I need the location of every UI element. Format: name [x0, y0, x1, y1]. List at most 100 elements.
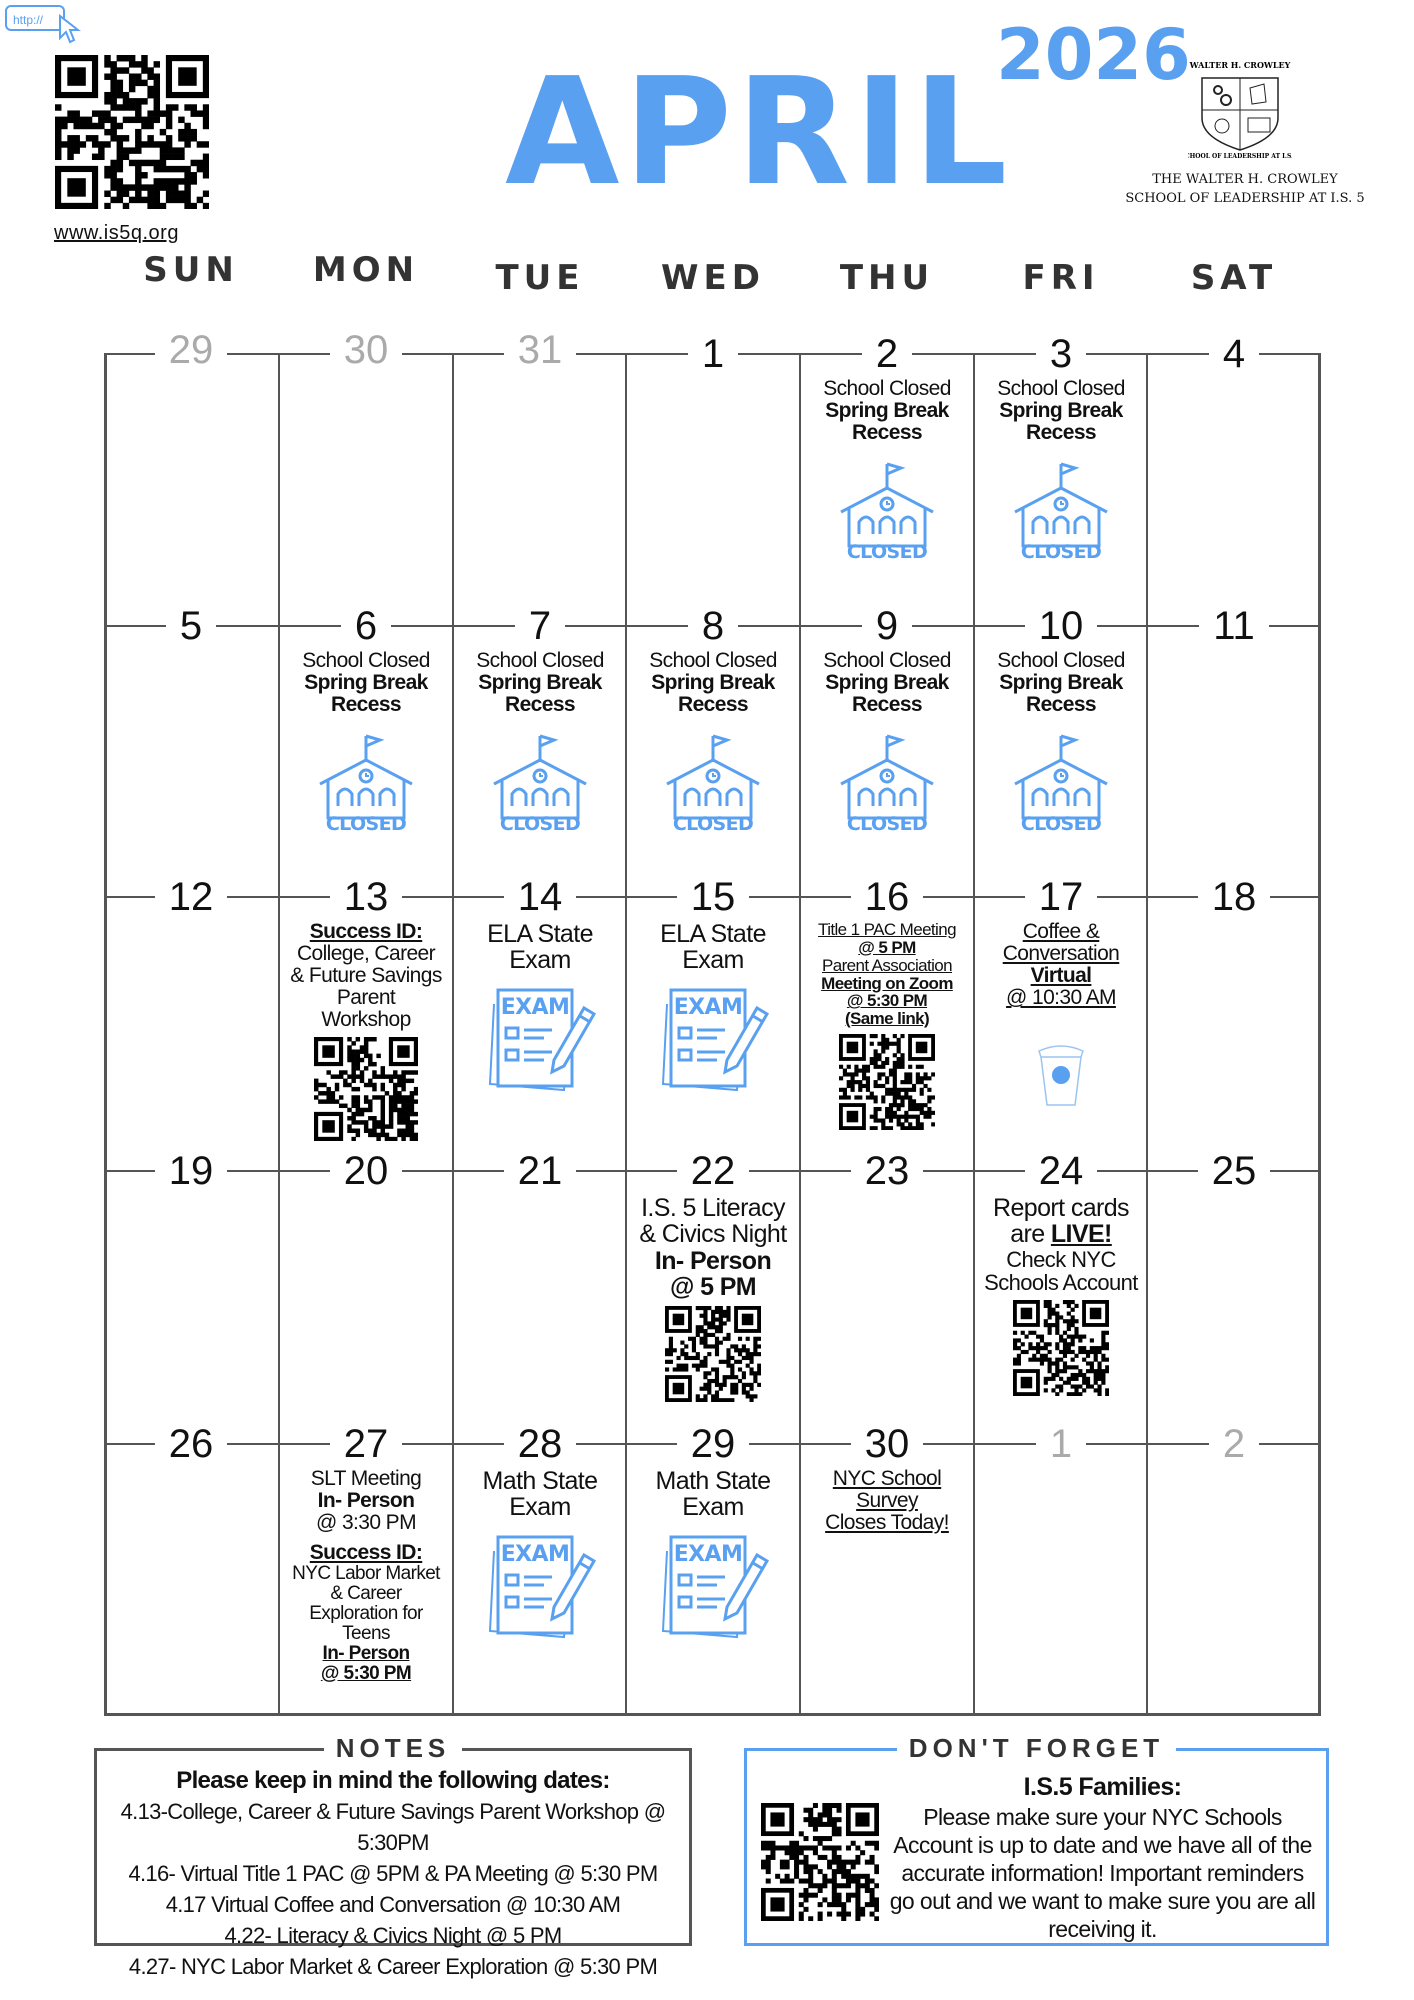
event-text: @ 5:30 PM [846, 991, 928, 1011]
date-number: 9 [800, 604, 974, 648]
event-text: Exploration for [309, 1603, 423, 1625]
svg-text:CLOSED: CLOSED [1021, 541, 1101, 563]
event-text: School Closed [302, 650, 430, 672]
nyc-schools-account-qr-code[interactable] [760, 1802, 880, 1926]
website-link[interactable]: www.is5q.org [54, 222, 179, 244]
dont-forget-title: DON'T FORGET [896, 1733, 1177, 1763]
event-text: Spring Break [999, 671, 1123, 695]
calendar-day-11[interactable] [1147, 650, 1321, 895]
calendar-day-18[interactable] [1147, 921, 1321, 1169]
calendar-day-23[interactable] [800, 1195, 974, 1442]
date-number: 18 [1147, 875, 1321, 919]
event-text: Exam [682, 1493, 744, 1522]
date-number: 5 [104, 604, 278, 648]
qr-code-icon[interactable] [313, 1037, 419, 1146]
calendar-day-other-month-1[interactable] [974, 1468, 1148, 1714]
dont-forget-heading: I.S.5 Families: [1023, 1773, 1182, 1801]
calendar-day-19[interactable] [104, 1195, 278, 1442]
date-number: 7 [453, 604, 627, 648]
event-text: & Civics Night [639, 1220, 787, 1249]
qr-code-icon[interactable] [838, 1034, 936, 1135]
event-text: Success ID: [309, 921, 423, 943]
svg-text:EXAM: EXAM [674, 995, 743, 1020]
event-text: Math State [655, 1468, 772, 1495]
event-text: In- Person [322, 1642, 411, 1664]
event-text: I.S. 5 Literacy [641, 1195, 785, 1222]
event-text: Survey [856, 1489, 918, 1513]
event-text: In- Person [317, 1489, 415, 1513]
calendar-day-12[interactable] [104, 921, 278, 1169]
event-text: Parent Association [821, 955, 953, 975]
svg-text:SCHOOL OF LEADERSHIP AT I.S. 5: SCHOOL OF LEADERSHIP AT I.S. 5 [1188, 153, 1292, 160]
event-text: @ 10:30 AM [1006, 986, 1116, 1010]
website-qr-code[interactable] [54, 54, 210, 214]
school-name: THE WALTER H. CROWLEY SCHOOL OF LEADERSH… [1100, 170, 1390, 208]
exam-icon: EXAM [480, 1531, 600, 1648]
calendar-day-4[interactable] [1147, 378, 1321, 624]
calendar-day-26[interactable] [104, 1468, 278, 1714]
event-text: Recess [678, 693, 749, 717]
cursor-icon [59, 14, 81, 44]
calendar-day-other-month-30[interactable] [279, 378, 453, 624]
event-text: Check NYC [1006, 1246, 1116, 1272]
date-number: 11 [1147, 604, 1321, 648]
event-text: @ 5 PM [858, 937, 916, 957]
calendar-day-other-month-31[interactable] [453, 378, 627, 624]
date-number: 30 [800, 1422, 974, 1466]
event-text: Workshop [321, 1008, 411, 1032]
school-closed-icon: CLOSED [1009, 460, 1113, 569]
date-number: 23 [800, 1149, 974, 1193]
calendar-day-25[interactable] [1147, 1195, 1321, 1442]
live-highlight: LIVE! [1050, 1220, 1113, 1249]
year-title: 2026 [996, 14, 1191, 96]
link-badge[interactable]: http:// [5, 5, 65, 31]
date-number: 2 [800, 332, 974, 376]
notes-item: 4.16- Virtual Title 1 PAC @ 5PM & PA Mee… [128, 1861, 658, 1886]
notes-box: NOTES Please keep in mind the following … [94, 1733, 692, 1979]
calendar-day-21[interactable] [453, 1195, 627, 1442]
event-text: @ 3:30 PM [316, 1511, 417, 1535]
date-number: 8 [626, 604, 800, 648]
event-text: Coffee & [1022, 921, 1100, 943]
notes-title: NOTES [323, 1733, 463, 1763]
calendar-day-13[interactable]: Success ID:College, Career& Future Savin… [279, 921, 453, 1169]
date-number: 30 [279, 328, 453, 372]
event-text: Title 1 PAC Meeting [818, 921, 956, 939]
svg-text:CLOSED: CLOSED [1021, 813, 1101, 835]
qr-code-icon[interactable] [1012, 1299, 1110, 1401]
calendar-day-other-month-2[interactable] [1147, 1468, 1321, 1714]
notes-heading: Please keep in mind the following dates: [176, 1767, 610, 1794]
qr-code-icon[interactable] [664, 1305, 762, 1407]
event-text: Success ID: [309, 1541, 423, 1565]
event-text: @ 5:30 PM [320, 1662, 412, 1684]
calendar-day-other-month-29[interactable] [104, 378, 278, 624]
coffee-cup-icon [1031, 1039, 1091, 1114]
calendar-day-5[interactable] [104, 650, 278, 895]
date-number: 13 [279, 875, 453, 919]
weekday-sun: SUN [143, 250, 239, 290]
calendar-day-1[interactable] [626, 378, 800, 624]
day-divider [799, 354, 801, 1716]
event-text: Spring Break [999, 399, 1123, 423]
svg-text:EXAM: EXAM [501, 1542, 570, 1567]
event-text: Spring Break [825, 399, 949, 423]
calendar-day-20[interactable] [279, 1195, 453, 1442]
date-number: 1 [626, 332, 800, 376]
